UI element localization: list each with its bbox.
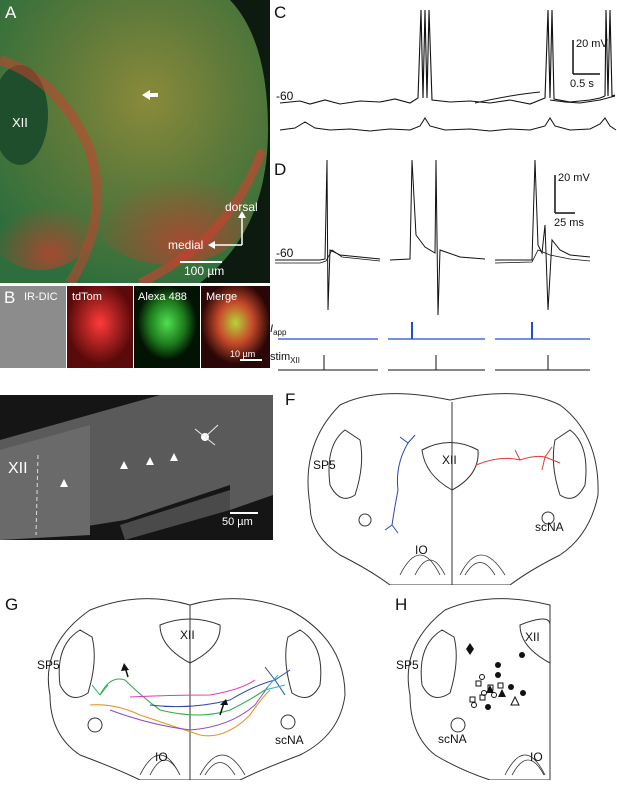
panel-label: G: [5, 595, 19, 614]
medial-label: medial: [168, 238, 204, 252]
scalebar-label: 100 µm: [184, 264, 225, 278]
scna-label: scNA: [275, 733, 304, 747]
panel-label: C: [274, 3, 287, 22]
panel-a-image: A XII dorsal medial 100 µm: [0, 0, 270, 288]
tile-label-merge: Merge: [206, 291, 238, 303]
arrow-icon: [220, 699, 228, 705]
sp5-label: SP5: [313, 458, 336, 472]
scale-mv-label: 20 mV: [558, 172, 590, 184]
scale-ms-label: 25 ms: [554, 217, 584, 229]
scalebar-label: 10 µm: [230, 349, 256, 359]
scale-mv-label: 20 mV: [576, 38, 608, 50]
xii-label: XII: [525, 630, 540, 644]
panel-c-svg: [279, 9, 617, 132]
arrow-icon: [121, 663, 129, 671]
xii-label: XII: [442, 453, 457, 467]
panel-label: D: [274, 160, 287, 179]
panel-c-traces: C -60 20 mV 0.5 s: [270, 0, 617, 150]
arrow-icon: [142, 90, 150, 100]
panel-f-svg: [307, 393, 599, 586]
sp5-label: SP5: [37, 658, 60, 672]
panel-e-svg: [0, 395, 273, 540]
panel-b-tiles: B IR-DIC tdTom Alexa 488 Merge 10 µm: [0, 286, 270, 368]
sp5-label: SP5: [396, 658, 419, 672]
tile-label-alexa: Alexa 488: [138, 291, 187, 303]
xii-label: XII: [8, 460, 28, 477]
panel-label: A: [5, 3, 17, 22]
io-label: IO: [155, 750, 168, 764]
panel-d-svg: [275, 159, 591, 371]
panel-g-schematic: G XII SP5 scNA IO: [0, 585, 380, 781]
xii-label: XII: [180, 628, 195, 642]
io-label: IO: [530, 750, 543, 764]
xii-label: XII: [12, 115, 28, 130]
neuron-location-markers: [466, 643, 526, 710]
io-label: IO: [415, 543, 428, 557]
dorsal-label: dorsal: [225, 200, 258, 214]
panel-label: F: [285, 390, 296, 409]
scna-label: scNA: [438, 732, 467, 746]
scalebar-label: 50 µm: [222, 516, 253, 528]
panel-d-traces: D -60 20 mV 25 ms Iapp stimXII: [270, 155, 617, 380]
panel-h-svg: [407, 598, 551, 781]
iapp-label: Iapp: [270, 323, 287, 338]
baseline-label: -60: [276, 89, 294, 103]
tile-label-irdic: IR-DIC: [24, 291, 58, 303]
panel-f-schematic: F XII SP5 scNA IO: [280, 385, 617, 586]
scale-s-label: 0.5 s: [570, 78, 594, 90]
scna-label: scNA: [535, 520, 564, 534]
panel-g-svg: [47, 598, 346, 781]
panel-e-image: E XII 50 µm: [0, 395, 273, 540]
baseline-label: -60: [276, 246, 294, 260]
panel-a-svg: [0, 0, 270, 288]
panel-h-schematic: H XII SP5 scNA IO: [390, 585, 617, 781]
panel-label: H: [395, 595, 408, 614]
stim-label: stimXII: [270, 351, 300, 366]
tile-label-tdtom: tdTom: [72, 291, 102, 303]
panel-b-svg: [0, 286, 270, 368]
panel-label: B: [4, 288, 16, 307]
